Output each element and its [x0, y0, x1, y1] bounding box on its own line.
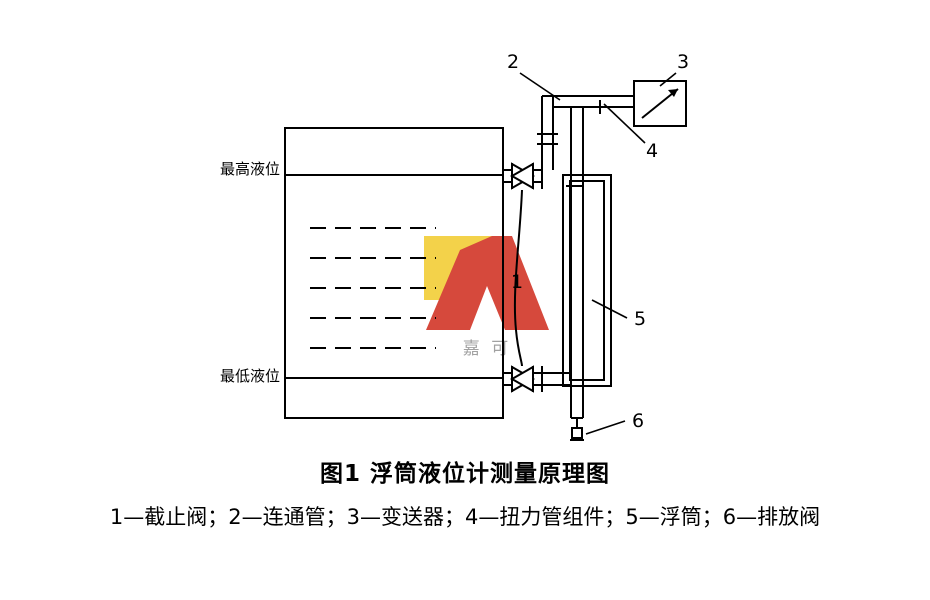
connecting-pipe — [537, 95, 634, 419]
tank-vessel — [284, 127, 504, 419]
drain-valve — [570, 418, 584, 441]
callout-1: 1 — [511, 271, 523, 293]
valve-stem-linkage — [513, 189, 523, 367]
diagram-canvas: 嘉 可 最高液位 最低液位 — [220, 51, 689, 441]
figure-legend: 1—截止阀；2—连通管；3—变送器；4—扭力管组件；5—浮筒；6—排放阀 — [109, 505, 821, 529]
tank-level-lines — [285, 174, 503, 379]
caption-block: 图1 浮筒液位计测量原理图 1—截止阀；2—连通管；3—变送器；4—扭力管组件；… — [0, 458, 930, 532]
callout-5: 5 — [634, 308, 646, 330]
upper-stop-valve — [502, 162, 543, 190]
label-high-level: 最高液位 — [220, 160, 280, 178]
float-chamber — [562, 174, 612, 387]
transmitter-box — [633, 80, 687, 127]
level-gauge-schematic: 嘉 可 最高液位 最低液位 — [220, 51, 689, 441]
callout-6: 6 — [632, 410, 644, 432]
lower-stop-valve — [502, 365, 543, 393]
figure-title: 图1 浮筒液位计测量原理图 — [319, 461, 610, 487]
callout-leaders — [519, 72, 677, 435]
callout-4: 4 — [646, 140, 658, 162]
callout-2: 2 — [507, 51, 519, 73]
watermark: 嘉 可 — [424, 236, 549, 359]
liquid-dashed-lines — [310, 227, 436, 349]
watermark-text: 嘉 可 — [463, 339, 511, 359]
callout-3: 3 — [677, 51, 689, 73]
label-low-level: 最低液位 — [220, 367, 280, 385]
torque-tube-assembly — [599, 100, 634, 114]
